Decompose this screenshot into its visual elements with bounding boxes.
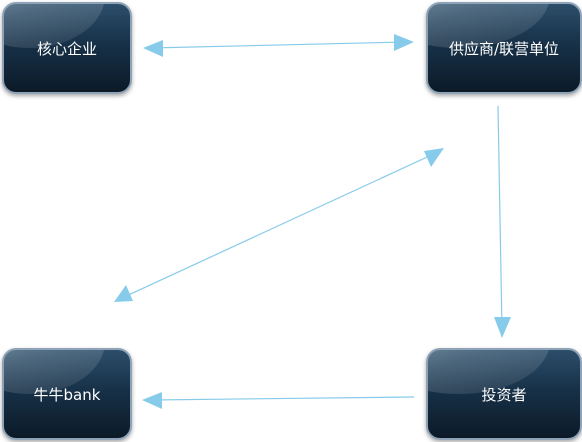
edge-core-supplier — [149, 41, 407, 49]
arrowhead-core — [143, 40, 163, 57]
arrowhead-bank-diagonal — [114, 285, 133, 302]
arrowhead-bank — [142, 392, 162, 409]
bank-label: 牛牛bank — [33, 385, 101, 404]
arrowhead-supplier-diagonal — [424, 148, 444, 167]
supplier-label: 供应商/联营单位 — [448, 39, 560, 58]
investor-label: 投资者 — [481, 385, 527, 404]
core-enterprise-node: 核心企业 — [2, 2, 132, 94]
edge-supplier-investor — [497, 105, 503, 331]
bank-node: 牛牛bank — [2, 348, 132, 440]
investor-node: 投资者 — [426, 348, 582, 440]
supplier-node: 供应商/联营单位 — [426, 2, 582, 94]
core-enterprise-label: 核心企业 — [36, 39, 97, 58]
arrowhead-investor — [494, 317, 511, 338]
arrowhead-supplier-top — [394, 34, 414, 51]
edge-investor-bank — [149, 396, 415, 401]
edge-supplier-bank — [121, 151, 439, 299]
